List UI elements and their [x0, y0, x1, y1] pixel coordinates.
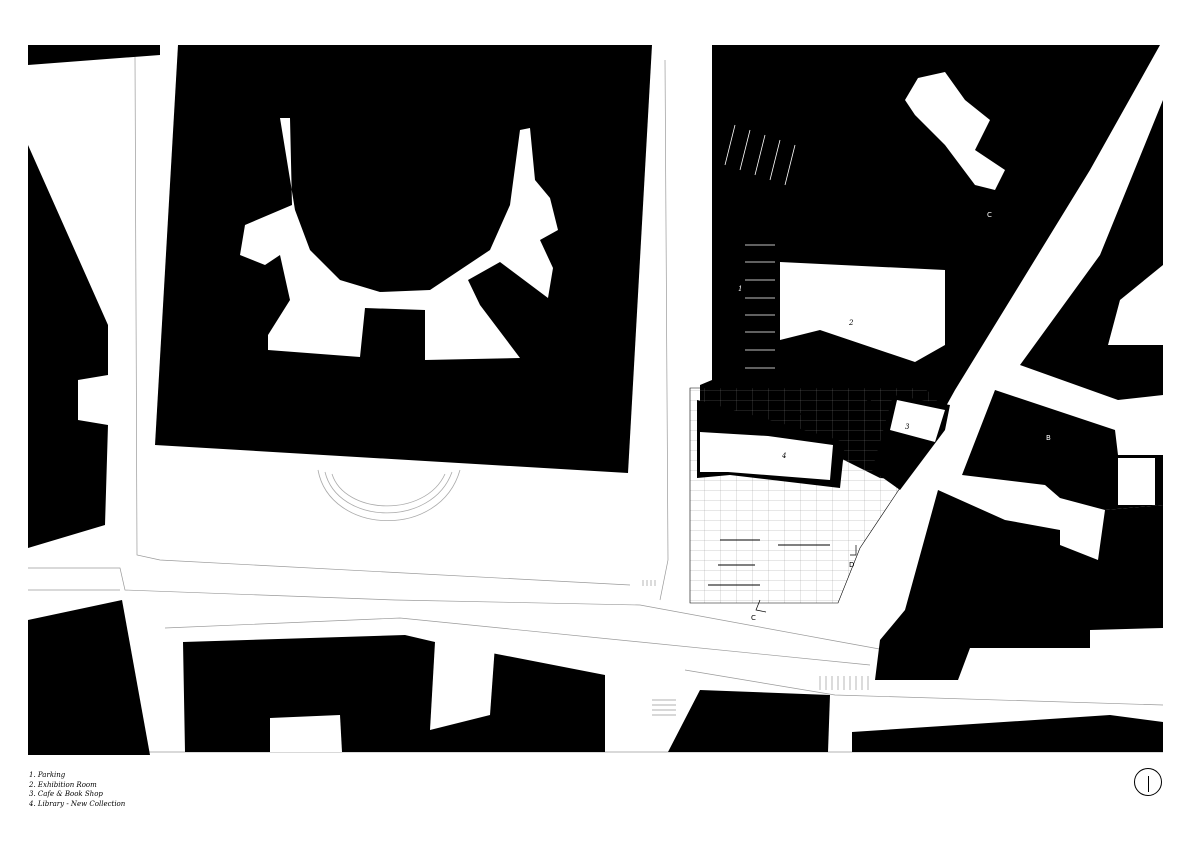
section-marker-d-bottom: D	[849, 561, 854, 569]
legend-item-library: 4. Library - New Collection	[29, 799, 126, 808]
block-upper-right	[697, 45, 1160, 480]
courtyards	[240, 72, 1163, 752]
section-marker-c-top: C	[987, 211, 992, 219]
entrance-arrow-icon	[795, 411, 802, 417]
section-markers	[612, 104, 1045, 613]
section-marker-b-right: B	[1046, 434, 1051, 442]
block-bottom-right	[852, 715, 1163, 752]
block-bottom-left	[28, 600, 150, 755]
zone-number-2: 2	[848, 319, 854, 327]
legend-item-exhibition-room: 2. Exhibition Room	[29, 780, 97, 789]
north-arrow-icon	[1134, 768, 1162, 796]
entrance-arrow-icon	[833, 366, 840, 373]
section-marker-d-top: D	[871, 94, 876, 102]
section-marker-b-left: B	[605, 284, 610, 292]
legend-item-cafe-book-shop: 3. Cafe & Book Shop	[29, 790, 103, 799]
entrance-arrows	[795, 366, 872, 417]
plan-legend: 1. Parking 2. Exhibition Room 3. Cafe & …	[29, 771, 125, 809]
section-marker-labels: B B C C D D	[605, 94, 1051, 622]
building-blocks	[28, 45, 1163, 755]
theatre-steps	[317, 469, 461, 522]
entrance-arrow-icon	[866, 396, 872, 405]
block-bottom-center	[183, 635, 605, 752]
crosswalks	[642, 580, 869, 716]
block-theatre	[155, 45, 652, 473]
plaza	[689, 387, 950, 604]
zone-number-1: 1	[738, 285, 742, 293]
block-right-lower	[875, 490, 1163, 680]
cafe-room	[890, 400, 945, 442]
block-left-upper	[28, 145, 108, 548]
zone-number-4: 4	[781, 452, 786, 460]
section-marker-c-bottom: C	[751, 614, 756, 622]
library-room	[700, 432, 833, 480]
parking-stalls	[724, 124, 796, 369]
block-right-middle	[962, 390, 1163, 510]
plaza-benches	[708, 539, 830, 586]
zone-numbers: 1 2 3 4	[738, 285, 910, 460]
zone-number-3: 3	[905, 423, 910, 431]
block-bottom-mid	[668, 690, 830, 752]
block-top-left-strip	[28, 45, 160, 65]
legend-item-parking: 1. Parking	[29, 771, 66, 779]
